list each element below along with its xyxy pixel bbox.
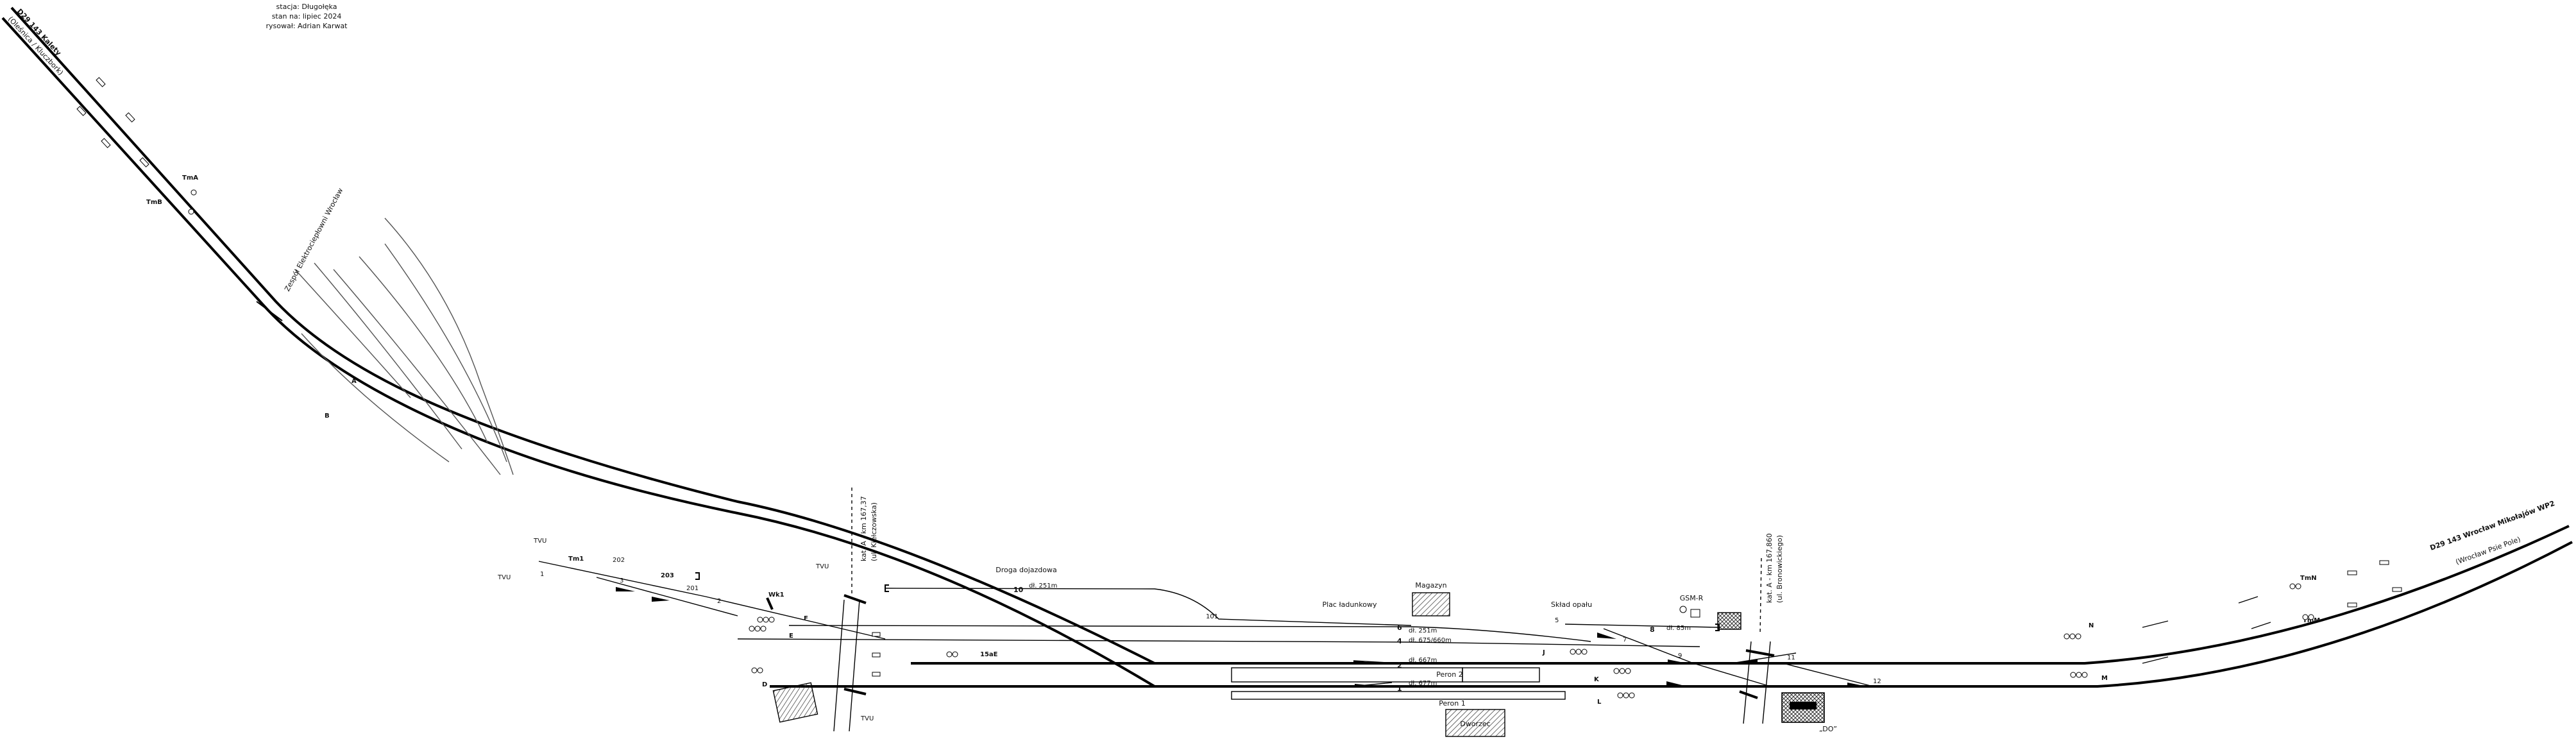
main-track-2 — [13, 10, 2284, 664]
station-building-label: Dworzec — [1460, 720, 1490, 728]
signal-tma: TmA — [182, 174, 198, 182]
track-10-number: 10 — [1013, 586, 1024, 594]
track-6-length: dł. 251m — [1409, 627, 1437, 634]
crossing-east-label: kat. A - km 167,860 — [1765, 533, 1774, 603]
signal-glyphs — [188, 189, 2314, 699]
track-8-length: dł. 85m — [1666, 625, 1691, 632]
signal-tmn: TmN — [2300, 575, 2317, 582]
platform-1-label: Peron 1 — [1439, 699, 1466, 708]
east-breaks — [2205, 618, 2221, 644]
west-hut — [772, 682, 818, 723]
track-4 — [737, 638, 1700, 647]
warehouse-label: Magazyn — [1415, 581, 1446, 590]
track-8 — [1564, 624, 1720, 628]
switch-1: 1 — [540, 571, 544, 578]
signal-tvu-b: TVU — [497, 574, 511, 581]
main-track-a — [10, 6, 2570, 665]
track-10-length: dł. 251m — [1029, 582, 1057, 590]
track-4-number: 4 — [1397, 637, 1402, 645]
signal-tvu-c: TVU — [815, 563, 829, 570]
signal-tm1: Tm1 — [568, 556, 584, 563]
signal-j: J — [1542, 649, 1545, 656]
buffer-stops — [695, 572, 1720, 631]
loading-label: Plac ładunkowy — [1323, 600, 1377, 609]
switch-12: 12 — [1873, 678, 1881, 685]
signal-d: D — [762, 681, 767, 688]
gsmr-box — [1717, 612, 1741, 630]
crossing-west-label: kat. A - km 167,37 — [860, 496, 868, 561]
platform-2-label: Peron 2 — [1436, 670, 1463, 679]
signal-tmm: TmM — [2303, 617, 2320, 624]
gsmr-label: GSM-R — [1680, 594, 1704, 602]
signal-e: E — [789, 633, 793, 640]
switch-202: 202 — [613, 557, 625, 564]
switch-203: 203 — [661, 572, 674, 579]
warehouse-building — [1412, 592, 1450, 616]
switch-5: 5 — [1555, 617, 1559, 624]
track-4-length: dł. 675/660m — [1409, 637, 1452, 644]
signal-wk1: Wk1 — [768, 591, 784, 599]
do-box-inner — [1790, 702, 1817, 709]
main-track-b — [1, 17, 2573, 688]
north-break-mark — [256, 301, 283, 321]
switch-101: 101 — [1206, 613, 1218, 620]
track-5-diag — [596, 577, 738, 616]
track-3-diag — [538, 561, 886, 640]
platform-2-ext — [1462, 667, 1540, 683]
signal-15ae: 15aE — [980, 651, 998, 658]
signal-l: L — [1597, 699, 1602, 706]
signal-tvu-a: TVU — [533, 538, 547, 545]
track-6 — [788, 625, 1591, 642]
direction-arrows — [2142, 596, 2271, 664]
signal-b: B — [325, 412, 330, 420]
road-label: Droga dojazdowa — [996, 566, 1056, 574]
track-2-length: dł. 667m — [1409, 657, 1437, 664]
industrial-sidings — [294, 217, 514, 475]
signal-a: A — [352, 378, 357, 385]
small-markers — [76, 77, 2402, 677]
fuel-label: Skład opału — [1551, 600, 1592, 609]
signal-n: N — [2089, 622, 2094, 629]
track-2-number: 2 — [1397, 661, 1402, 670]
track-10 — [885, 588, 1412, 626]
station-building — [1445, 709, 1505, 737]
track-1-length: dł. 677m — [1409, 680, 1437, 687]
platform-1 — [1231, 691, 1566, 700]
track-8-number: 8 — [1650, 625, 1655, 634]
switch-2: 2 — [717, 598, 721, 605]
crossing-east-street: (ul. Bronowickiego) — [1775, 535, 1784, 603]
switch-201: 201 — [686, 585, 699, 592]
crossing-west-street: (ul. Kiełczowska) — [870, 502, 878, 561]
track-1-number: 1 — [1397, 684, 1402, 693]
switch-3: 3 — [620, 577, 623, 584]
header-line-2: stan na: lipiec 2024 — [272, 12, 342, 21]
siding-label: Zespół Elektrociepłowni Wrocław — [283, 187, 344, 293]
header-line-1: stacja: Długołęka — [276, 3, 337, 11]
do-label: „DO” — [1819, 725, 1837, 733]
header-line-3: rysował: Adrian Karwat — [266, 22, 348, 30]
signal-f: F — [804, 615, 808, 622]
signal-k: K — [1594, 676, 1600, 683]
signal-tmb: TmB — [146, 199, 162, 206]
crossover-east — [1603, 628, 1874, 687]
heavy-stubs — [766, 594, 1775, 699]
switch-11: 11 — [1787, 654, 1795, 661]
switch-9: 9 — [1678, 652, 1682, 659]
crossing-west — [833, 488, 860, 732]
switch-marks — [616, 587, 1867, 688]
signal-tvu-d: TVU — [860, 715, 874, 722]
track-6-number: 6 — [1397, 624, 1402, 632]
signal-m: M — [2101, 675, 2108, 682]
switch-7: 7 — [1623, 636, 1627, 643]
